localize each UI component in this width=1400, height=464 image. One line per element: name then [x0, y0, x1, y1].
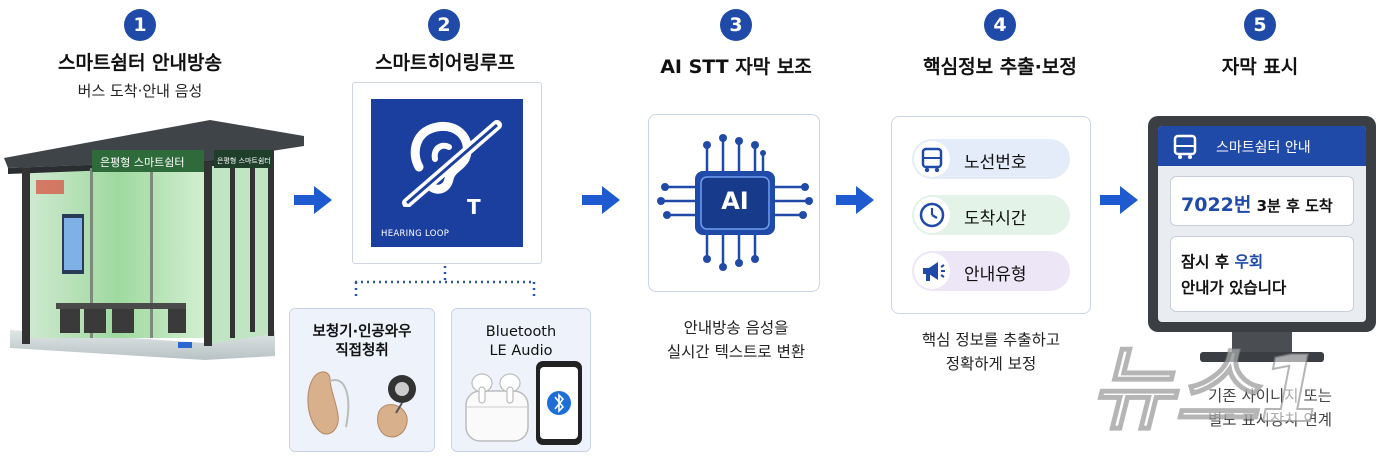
- hearing-aid-icon: [307, 371, 416, 438]
- step-4-caption-line1: 핵심 정보를 추출하고: [921, 331, 1061, 349]
- ai-chip-icon: [657, 134, 813, 271]
- ai-stt-card: AI: [648, 114, 820, 292]
- display-arrival-text: 3분 후 도착: [1251, 197, 1333, 215]
- step-1-title: 스마트쉼터 안내방송: [58, 52, 222, 74]
- arrow-icon: [582, 186, 620, 214]
- extraction-item-type: 안내유형: [912, 251, 1070, 291]
- step-5-title: 자막 표시: [1221, 56, 1299, 78]
- shelter-sign-left: 은평형 스마트쉼터: [100, 156, 184, 169]
- megaphone-icon: [923, 262, 945, 281]
- hearing-loop-sign: T HEARING LOOP: [352, 82, 542, 264]
- hearing-aid-card: 보청기·인공와우 직접청취: [289, 308, 435, 452]
- ai-chip-label: AI: [721, 187, 749, 215]
- bus-icon: [1173, 134, 1197, 159]
- extraction-item-label: 안내유형: [964, 265, 1027, 285]
- extraction-item-label: 노선번호: [964, 153, 1027, 173]
- monitor-stand: [1232, 332, 1292, 354]
- display-header: 스마트쉼터 안내: [1158, 126, 1366, 166]
- step-5-caption-line1: 기존 사이니지 또는: [1208, 387, 1332, 405]
- display-detour-highlight: 우회: [1234, 253, 1264, 271]
- bus-icon: [921, 147, 943, 173]
- bluetooth-card-line1: Bluetooth: [485, 324, 557, 340]
- monitor-base: [1200, 352, 1324, 362]
- clock-icon: [919, 202, 945, 228]
- step-3-caption-line2: 실시간 텍스트로 변환: [666, 343, 806, 361]
- extraction-item-time: 도착시간: [912, 195, 1070, 235]
- step-4-title: 핵심정보 추출·보정: [923, 56, 1077, 78]
- extraction-item-label: 도착시간: [964, 209, 1027, 229]
- step-2-number: 2: [428, 9, 460, 41]
- step-5-number: 5: [1244, 9, 1276, 41]
- dotted-connector: [354, 266, 536, 300]
- arrow-icon: [294, 186, 332, 214]
- hearing-loop-letter: T: [467, 195, 481, 219]
- step-1-number: 1: [124, 9, 156, 41]
- extraction-item-route: 노선번호: [912, 139, 1070, 179]
- display-detour-line3: 안내가 있습니다: [1181, 279, 1287, 297]
- step-3-number: 3: [720, 9, 752, 41]
- extraction-card: 노선번호 도착시간 안내유형: [891, 116, 1091, 314]
- step-3-caption-line1: 안내방송 음성을: [683, 319, 789, 337]
- step-4-number: 4: [984, 9, 1016, 41]
- display-arrival-box: 7022번 3분 후 도착: [1170, 176, 1354, 226]
- step-3-title: AI STT 자막 보조: [660, 56, 812, 78]
- step-2-title: 스마트히어링루프: [375, 52, 515, 74]
- step-5-caption-line2: 별도 표시장치 연계: [1208, 411, 1332, 429]
- earbuds-icon: [465, 361, 582, 445]
- bluetooth-card-line2: LE Audio: [489, 343, 553, 359]
- smart-shelter-illustration: 은평형 스마트쉼터 은평형 스마트쉼터: [4, 120, 304, 360]
- step-1-subtitle: 버스 도착·안내 음성: [77, 82, 203, 100]
- hearing-loop-ear-icon: [402, 120, 502, 207]
- hearing-aid-card-line2: 직접청취: [335, 343, 389, 359]
- arrow-icon: [836, 186, 874, 214]
- news1-watermark: 뉴스1: [1089, 335, 1324, 444]
- display-monitor: 스마트쉼터 안내 7022번 3분 후 도착 잠시 후 우회 안내가 있습니다: [1148, 116, 1376, 332]
- shelter-sign-right: 은평형 스마트쉼터: [217, 156, 271, 165]
- arrow-icon: [1100, 186, 1138, 214]
- display-route-number: 7022번: [1181, 194, 1252, 216]
- display-detour-pre: 잠시 후: [1181, 253, 1235, 271]
- display-detour-box: 잠시 후 우회 안내가 있습니다: [1170, 236, 1354, 312]
- hearing-loop-label: HEARING LOOP: [381, 229, 450, 239]
- bluetooth-le-audio-card: Bluetooth LE Audio: [451, 308, 591, 452]
- display-header-text: 스마트쉼터 안내: [1216, 140, 1311, 156]
- hearing-aid-card-line1: 보청기·인공와우: [312, 324, 412, 340]
- step-4-caption-line2: 정확하게 보정: [945, 355, 1037, 373]
